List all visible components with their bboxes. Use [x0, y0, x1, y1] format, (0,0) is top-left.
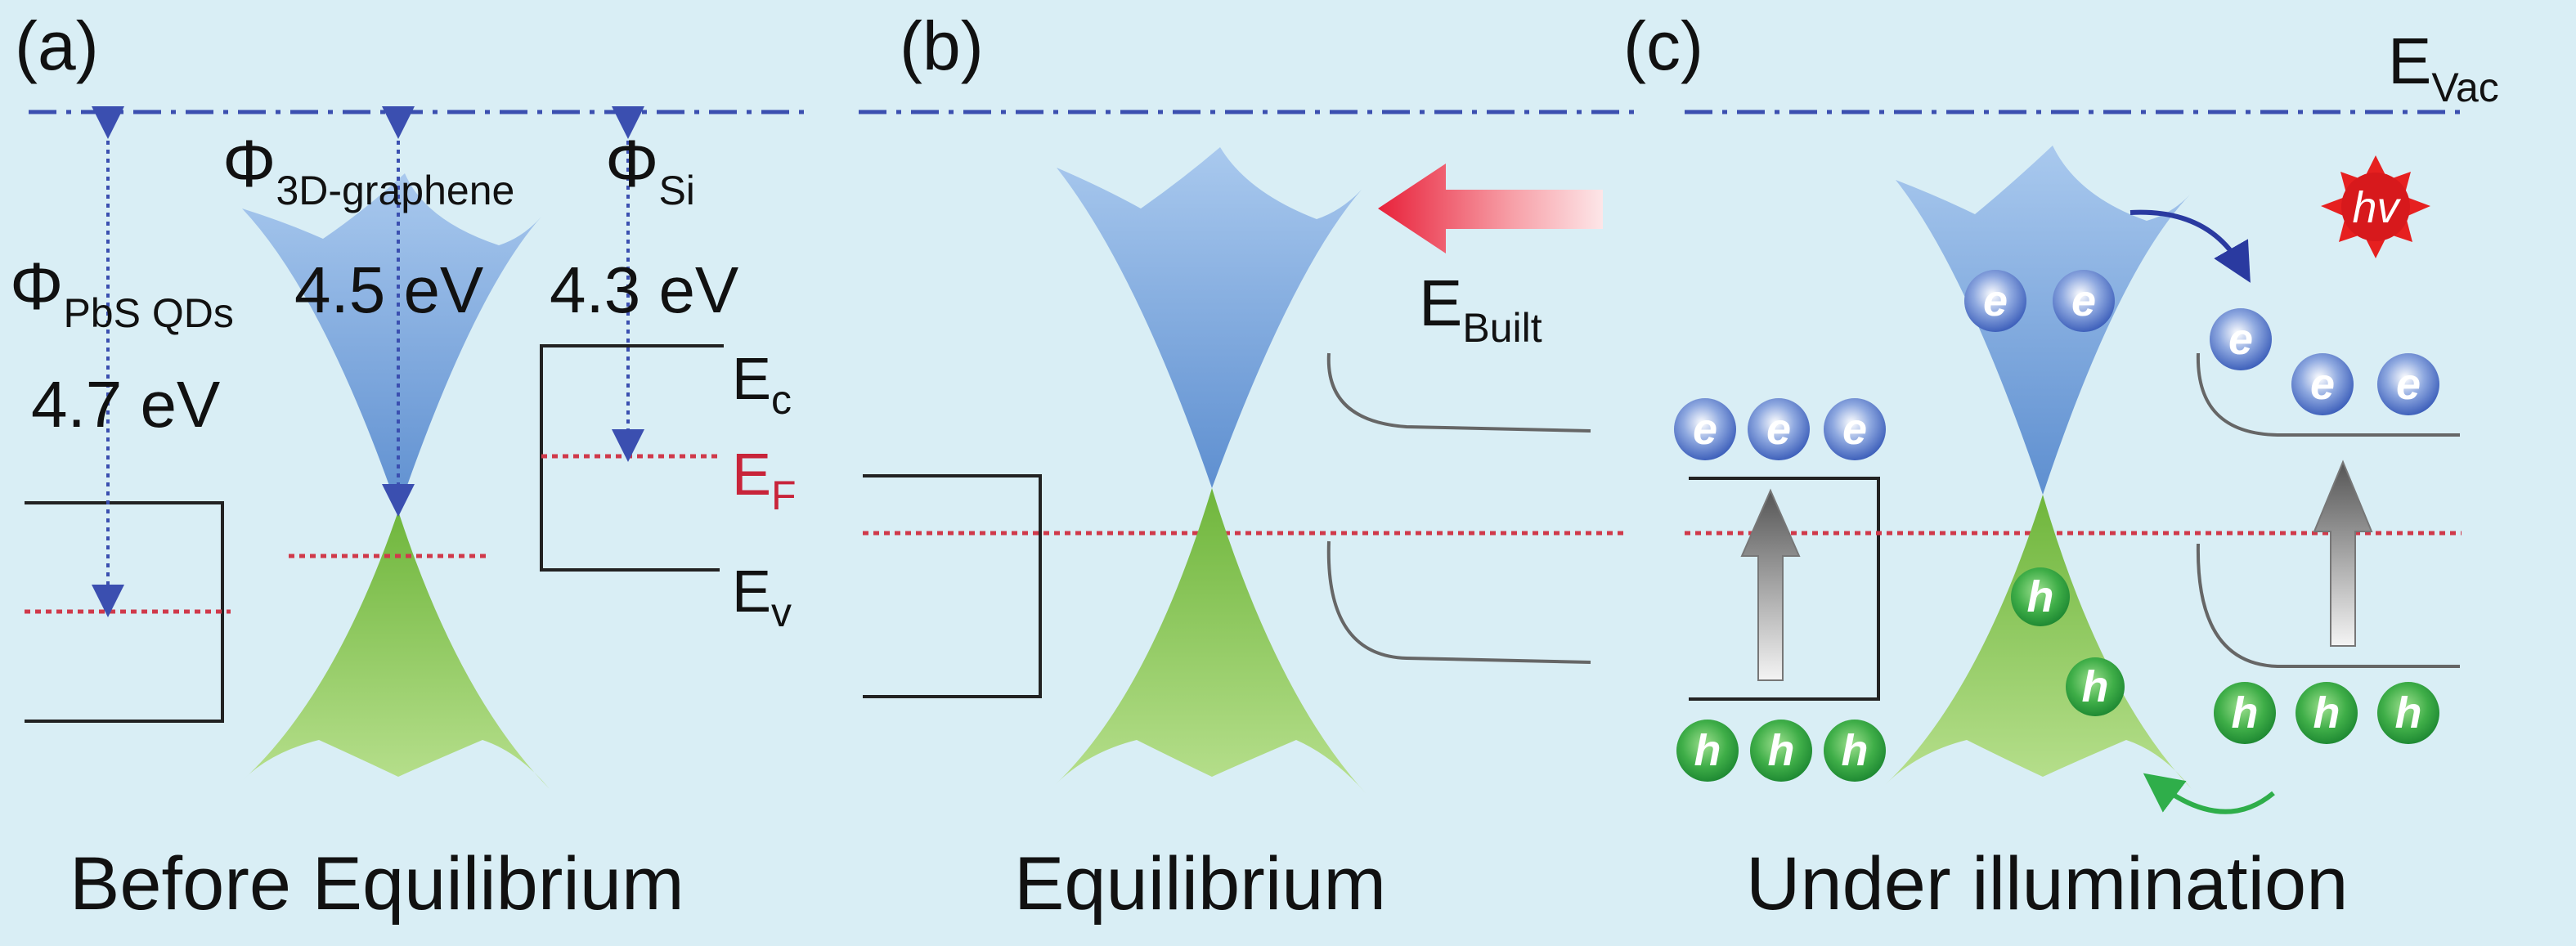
- si-bent-valence-band: [1326, 540, 1591, 664]
- phi-si-value: 4.3 eV: [550, 253, 739, 326]
- svg-text:e: e: [2071, 276, 2096, 325]
- electron-transfer-arrow: [2129, 209, 2251, 283]
- ev-label: Ev: [732, 559, 792, 635]
- electron-particles: e e e e e e e e: [1674, 270, 2439, 460]
- evac-label: EVac: [2388, 25, 2499, 110]
- pbs-band-edges-c: [1689, 477, 1880, 701]
- graphene-lower-cone: [242, 511, 550, 789]
- hole-graphene-1: h: [2011, 567, 2070, 626]
- si-band-edges: [540, 344, 724, 572]
- sun-icon: hv: [2321, 155, 2430, 258]
- panel-label-c: (c): [1623, 7, 1703, 84]
- graphene-upper-cone-b: [1057, 147, 1362, 488]
- panel-c: EVac hv e e e e e e e e: [1674, 25, 2499, 926]
- hole-graphene-2: h: [2066, 657, 2125, 716]
- electron-graphene-2: e: [2053, 270, 2115, 332]
- ebuilt-label: EBuilt: [1419, 267, 1542, 351]
- si-up-arrow: [2313, 460, 2373, 647]
- phi-pbs-label: ΦPbS QDs: [10, 249, 234, 336]
- hole-transfer-arrow: [2143, 773, 2275, 814]
- graphene-lower-cone-b: [1055, 488, 1366, 793]
- graphene-upper-cone-c: [1896, 146, 2190, 495]
- panel-b: EBuilt Equilibrium: [863, 147, 1627, 926]
- photon-label: hv: [2352, 183, 2401, 232]
- svg-text:h: h: [2395, 688, 2422, 738]
- svg-text:h: h: [2027, 572, 2054, 621]
- hole-pbs-1: h: [1676, 720, 1739, 782]
- svg-text:h: h: [1842, 726, 1869, 775]
- graphene-lower-cone-c: [1885, 495, 2192, 789]
- ef-label: EF: [732, 442, 797, 518]
- electron-pbs-2: e: [1748, 398, 1810, 460]
- si-bent-conduction-band-c: [2196, 352, 2460, 437]
- svg-text:e: e: [1983, 276, 2008, 325]
- hole-si-2: h: [2296, 682, 2358, 744]
- svg-text:h: h: [1768, 726, 1795, 775]
- caption-c: Under illumination: [1746, 842, 2348, 926]
- svg-text:e: e: [1766, 405, 1791, 454]
- caption-b: Equilibrium: [1014, 842, 1386, 926]
- panel-label-b: (b): [900, 7, 984, 84]
- hole-particles: h h h h h h h h: [1676, 567, 2439, 782]
- electron-si-3: e: [2377, 353, 2439, 415]
- si-bent-valence-band-c: [2196, 543, 2460, 668]
- hole-pbs-3: h: [1824, 720, 1886, 782]
- pbs-band-edges-b: [863, 474, 1042, 698]
- svg-text:e: e: [1842, 405, 1867, 454]
- svg-text:h: h: [2313, 688, 2340, 738]
- hole-si-1: h: [2214, 682, 2276, 744]
- hole-pbs-2: h: [1750, 720, 1812, 782]
- svg-text:h: h: [2082, 662, 2109, 711]
- svg-text:e: e: [2310, 360, 2335, 409]
- si-bent-conduction-band: [1326, 352, 1591, 433]
- svg-text:e: e: [2228, 315, 2253, 364]
- hole-si-3: h: [2377, 682, 2439, 744]
- phi-si-label: ΦSi: [605, 127, 695, 213]
- svg-text:h: h: [1694, 726, 1721, 775]
- electron-si-2: e: [2291, 353, 2354, 415]
- electron-pbs-1: e: [1674, 398, 1736, 460]
- phi-graphene-value: 4.5 eV: [294, 253, 484, 326]
- electron-si-1: e: [2210, 308, 2272, 370]
- electron-pbs-3: e: [1824, 398, 1886, 460]
- graphene-upper-cone: [242, 173, 541, 511]
- ebuilt-arrow: [1378, 164, 1603, 253]
- phi-graphene-label: Φ3D-graphene: [222, 127, 514, 213]
- sun-core: [2341, 173, 2410, 241]
- svg-text:e: e: [1693, 405, 1717, 454]
- electron-graphene-1: e: [1964, 270, 2026, 332]
- panel-label-a: (a): [15, 7, 99, 84]
- ec-label: Ec: [732, 347, 792, 423]
- pbs-up-arrow: [1740, 488, 1801, 681]
- svg-text:e: e: [2396, 360, 2421, 409]
- svg-text:h: h: [2232, 688, 2259, 738]
- panel-a: ΦPbS QDs 4.7 eV Φ3D-graphene 4.5 eV ΦSi …: [10, 106, 797, 926]
- phi-pbs-value: 4.7 eV: [31, 368, 221, 441]
- caption-a: Before Equilibrium: [70, 842, 684, 926]
